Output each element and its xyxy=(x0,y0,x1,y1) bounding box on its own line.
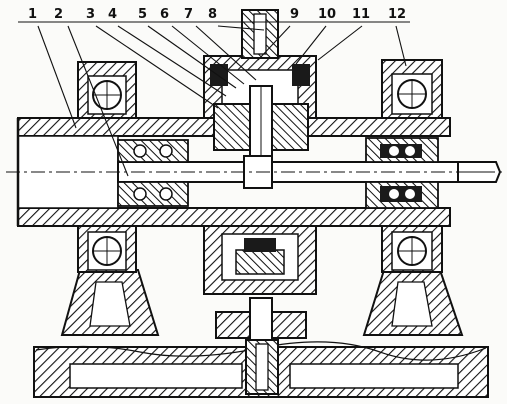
callout-3: 3 xyxy=(86,7,95,22)
callout-9: 9 xyxy=(290,7,299,22)
callout-7: 7 xyxy=(184,7,193,22)
left-top-bearing xyxy=(87,75,127,115)
callout-2: 2 xyxy=(54,7,63,22)
left-support-foot xyxy=(60,269,160,336)
callout-6: 6 xyxy=(160,7,169,22)
callout-12: 12 xyxy=(388,7,406,22)
callout-4: 4 xyxy=(108,7,117,22)
right-support-foot xyxy=(362,269,464,336)
top-bolt xyxy=(241,9,279,59)
bottom-bolt xyxy=(245,339,279,395)
callout-5: 5 xyxy=(138,7,147,22)
right-top-bearing xyxy=(391,73,433,115)
right-shaft-bearing xyxy=(365,137,439,209)
callout-8: 8 xyxy=(208,7,217,22)
gearbox-lower-housing xyxy=(203,225,317,295)
callout-11: 11 xyxy=(352,7,370,22)
right-bottom-bearing xyxy=(391,231,433,271)
bottom-nut xyxy=(215,297,307,343)
callout-10: 10 xyxy=(318,7,336,22)
callout-1: 1 xyxy=(28,7,37,22)
leader-lines xyxy=(18,21,410,177)
left-shaft-bearing xyxy=(117,139,189,207)
left-bottom-bearing xyxy=(87,231,127,271)
gear-pair-top xyxy=(210,64,310,163)
